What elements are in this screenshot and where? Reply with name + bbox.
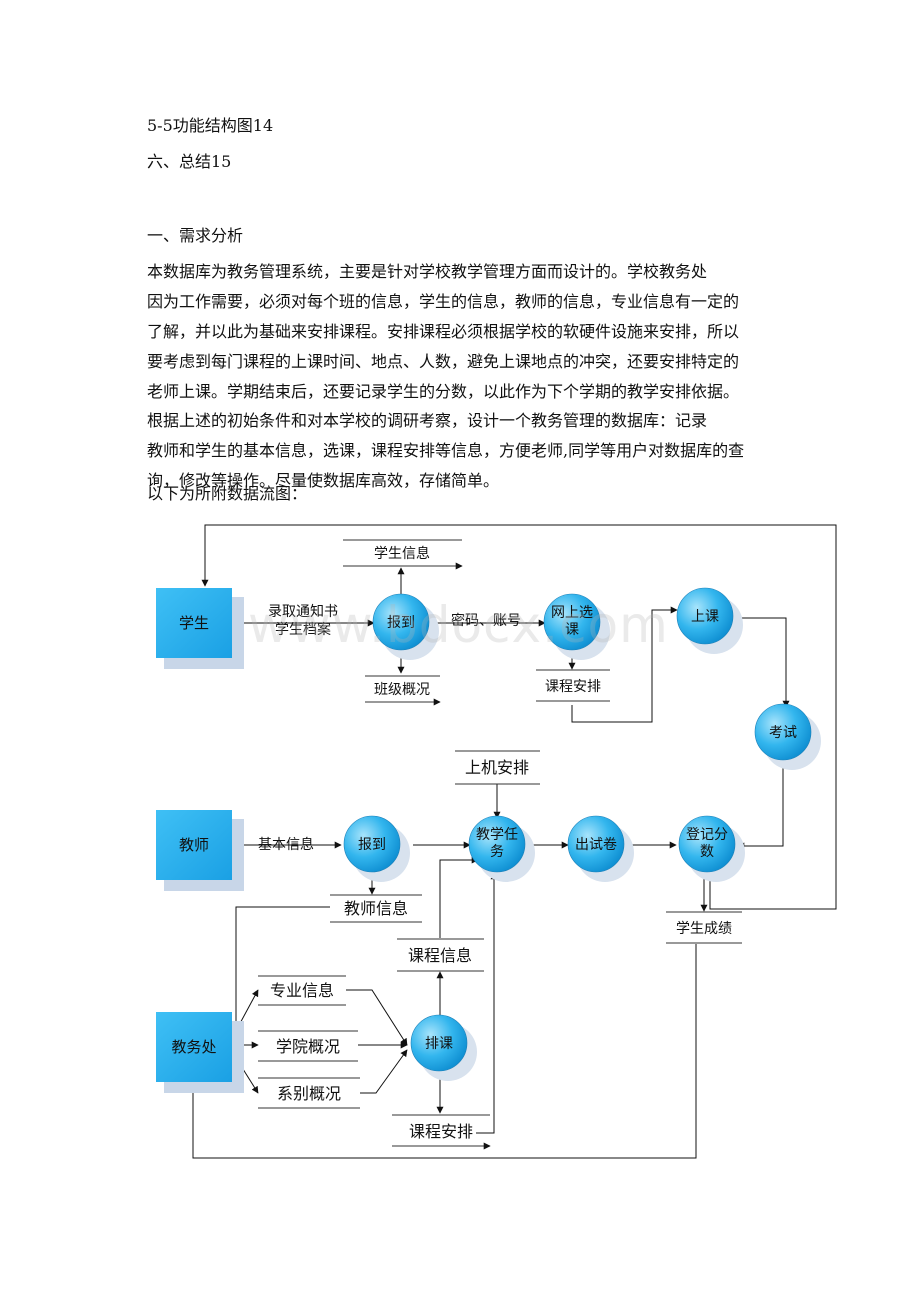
- paragraph-2: 根据上述的初始条件和对本学校的调研考察，设计一个教务管理的数据库：记录 教师和学…: [147, 406, 807, 496]
- store-course-info: 课程信息: [408, 946, 472, 965]
- paragraph-line: 本数据库为教务管理系统，主要是针对学校教学管理方面而设计的。学校教务处: [147, 262, 708, 281]
- process-teaching-task: [468, 815, 526, 873]
- section-heading: 一、需求分析: [147, 226, 244, 245]
- paragraph-line: 询，修改等操作。尽量使数据库高效，存储简单。: [147, 471, 500, 490]
- entity-teacher-label: 教师: [179, 836, 209, 854]
- paragraph-1: 本数据库为教务管理系统，主要是针对学校教学管理方面而设计的。学校教务处 因为工作…: [147, 257, 807, 407]
- toc-line-2: 六、总结15: [147, 152, 232, 171]
- intro-line: 以下为所附数据流图：: [147, 484, 308, 503]
- process-register-student: [372, 593, 430, 651]
- store-student-grades: 学生成绩: [676, 921, 732, 937]
- process-attend-class: [676, 587, 734, 645]
- process-make-paper-label: 出试卷: [575, 837, 617, 853]
- process-register-teacher-label: 报到: [358, 837, 386, 853]
- process-online-select-label-1: 网上选: [551, 605, 593, 621]
- entity-student-label: 学生: [179, 614, 209, 632]
- paragraph-line: 老师上课。学期结束后，还要记录学生的分数，以此作为下个学期的教学安排依据。: [147, 382, 740, 401]
- watermark: www.bdocx.com: [248, 596, 669, 654]
- flow-admission-2: 学生档案: [275, 621, 331, 638]
- process-register-student-label: 报到: [387, 615, 415, 631]
- process-online-select-label-2: 课: [565, 622, 579, 638]
- store-major-info: 专业信息: [270, 981, 334, 1000]
- process-schedule: [410, 1014, 468, 1072]
- process-teaching-task-label-2: 务: [490, 844, 504, 860]
- entity-office-label: 教务处: [171, 1038, 216, 1056]
- store-student-info: 学生信息: [374, 545, 430, 562]
- process-schedule-label: 排课: [425, 1036, 453, 1052]
- store-college-overview: 学院概况: [276, 1037, 340, 1056]
- process-record-score-label-1: 登记分: [686, 827, 728, 843]
- paragraph-line: 根据上述的初始条件和对本学校的调研考察，设计一个教务管理的数据库：记录: [147, 411, 708, 430]
- process-exam-label: 考试: [769, 725, 797, 741]
- paragraph-line: 因为工作需要，必须对每个班的信息，学生的信息，教师的信息，专业信息有一定的: [147, 292, 740, 311]
- store-lab-schedule: 上机安排: [465, 758, 529, 777]
- store-teacher-info: 教师信息: [344, 899, 408, 918]
- entity-office: 教务处: [156, 1012, 244, 1093]
- entity-student: 学生: [156, 588, 244, 669]
- process-exam: [754, 703, 812, 761]
- process-record-score-label-2: 数: [700, 844, 714, 860]
- process-make-paper: [567, 815, 625, 873]
- store-class-overview: 班级概况: [374, 682, 430, 698]
- entity-teacher: 教师: [156, 810, 244, 891]
- process-register-teacher: [343, 815, 401, 873]
- paragraph-line: 教师和学生的基本信息，选课，课程安排等信息，方便老师,同学等用户对数据库的查: [147, 441, 745, 460]
- process-teaching-task-label-1: 教学任: [476, 827, 518, 843]
- process-record-score: [678, 815, 736, 873]
- store-course-schedule-bottom: 课程安排: [409, 1122, 473, 1141]
- flow-password: 密码、账号: [451, 612, 521, 629]
- store-course-schedule-top: 课程安排: [545, 679, 601, 695]
- paragraph-line: 了解，并以此为基础来安排课程。安排课程必须根据学校的软硬件设施来安排，所以: [147, 322, 740, 341]
- flow-basic-info: 基本信息: [258, 836, 314, 853]
- toc-line-1: 5-5功能结构图14: [147, 116, 274, 135]
- process-online-select: [543, 593, 601, 651]
- process-attend-class-label: 上课: [691, 609, 719, 625]
- store-dept-overview: 系别概况: [277, 1084, 341, 1103]
- flow-admission-1: 录取通知书: [268, 603, 338, 620]
- paragraph-line: 要考虑到每门课程的上课时间、地点、人数，避免上课地点的冲突，还要安排特定的: [147, 352, 740, 371]
